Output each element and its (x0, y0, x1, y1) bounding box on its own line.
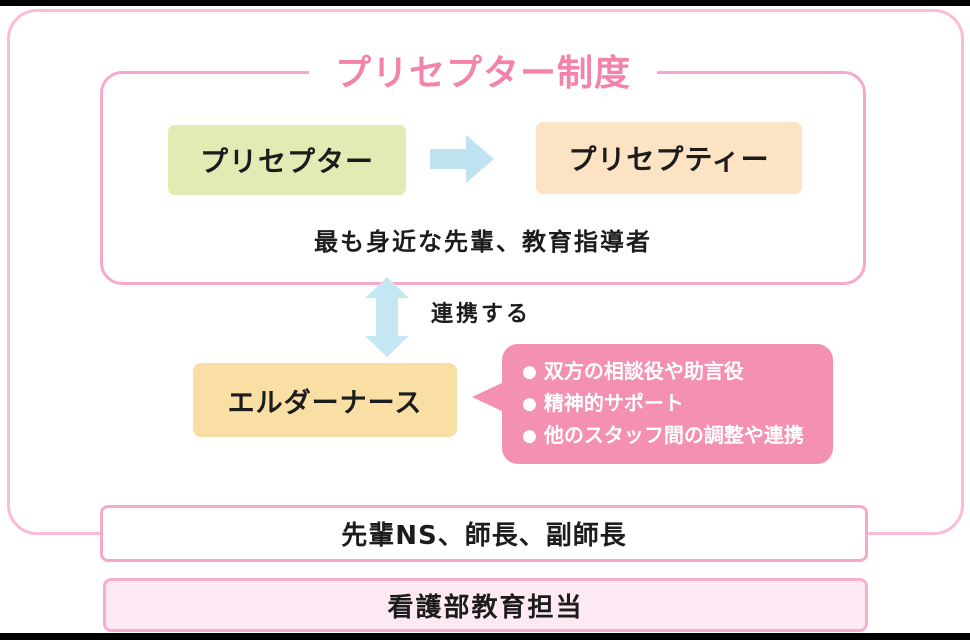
bubble-item-text: 双方の相談役や助言役 (543, 359, 744, 383)
top-letterbox-bar (0, 0, 970, 6)
bubble-item: ● 双方の相談役や助言役 (522, 356, 821, 388)
preceptee-label: プリセプティー (568, 143, 770, 176)
speech-bubble-tail-icon (472, 382, 504, 412)
bullet-icon: ● (522, 362, 537, 382)
nursing-education-box: 看護部教育担当 (103, 578, 868, 632)
preceptee-box: プリセプティー (536, 122, 802, 194)
bullet-icon: ● (522, 394, 537, 414)
double-arrow-vertical-icon (365, 277, 409, 357)
preceptor-box: プリセプター (168, 125, 406, 195)
preceptor-system-panel: プリセプター制度 プリセプター プリセプティー 最も身近な先輩、教育指導者 (100, 52, 866, 285)
elder-nurse-label: エルダーナース (227, 387, 423, 419)
bubble-item: ● 精神的サポート (522, 388, 821, 420)
panel-title: プリセプター制度 (308, 52, 658, 96)
bubble-item-text: 精神的サポート (543, 391, 684, 415)
speech-bubble: ● 双方の相談役や助言役 ● 精神的サポート ● 他のスタッフ間の調整や連携 (472, 344, 833, 464)
panel-caption: 最も身近な先輩、教育指導者 (314, 228, 652, 256)
link-label: 連携する (431, 302, 532, 327)
nursing-education-label: 看護部教育担当 (387, 592, 584, 623)
arrow-right-icon (430, 135, 494, 183)
elder-nurse-box: エルダーナース (193, 363, 457, 437)
bubble-item-text: 他のスタッフ間の調整や連携 (543, 423, 804, 447)
bullet-icon: ● (522, 426, 537, 446)
bubble-item: ● 他のスタッフ間の調整や連携 (522, 420, 821, 452)
bottom-letterbox-bar (0, 633, 970, 640)
preceptor-label: プリセプター (199, 145, 374, 178)
senior-ns-label: 先輩NS、師長、副師長 (341, 521, 627, 551)
senior-ns-box: 先輩NS、師長、副師長 (100, 505, 868, 562)
